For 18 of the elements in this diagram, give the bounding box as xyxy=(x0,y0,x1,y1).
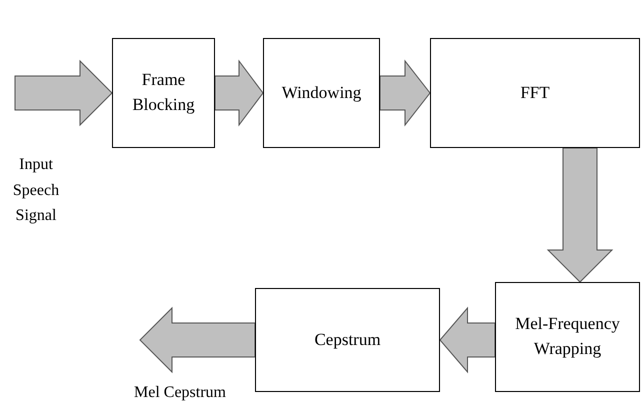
box-label: FFT xyxy=(520,82,550,104)
block-arrow xyxy=(14,60,113,126)
block-arrow xyxy=(380,60,431,126)
block-arrow xyxy=(439,306,496,374)
io-label: Mel Cepstrum xyxy=(133,383,227,403)
box-label: Mel-Frequency Wrapping xyxy=(514,313,621,360)
block-arrow xyxy=(139,306,256,374)
box-label: Windowing xyxy=(282,82,362,104)
process-box xyxy=(495,282,640,392)
box-label: Frame Blocking xyxy=(131,69,196,116)
io-label: Input Speech Signal xyxy=(12,155,60,226)
block-arrow xyxy=(546,148,614,283)
box-label: Cepstrum xyxy=(314,328,381,351)
block-arrow xyxy=(214,60,264,126)
process-box xyxy=(255,288,440,392)
process-box xyxy=(263,38,380,148)
process-box xyxy=(112,38,215,148)
process-box xyxy=(430,38,640,148)
